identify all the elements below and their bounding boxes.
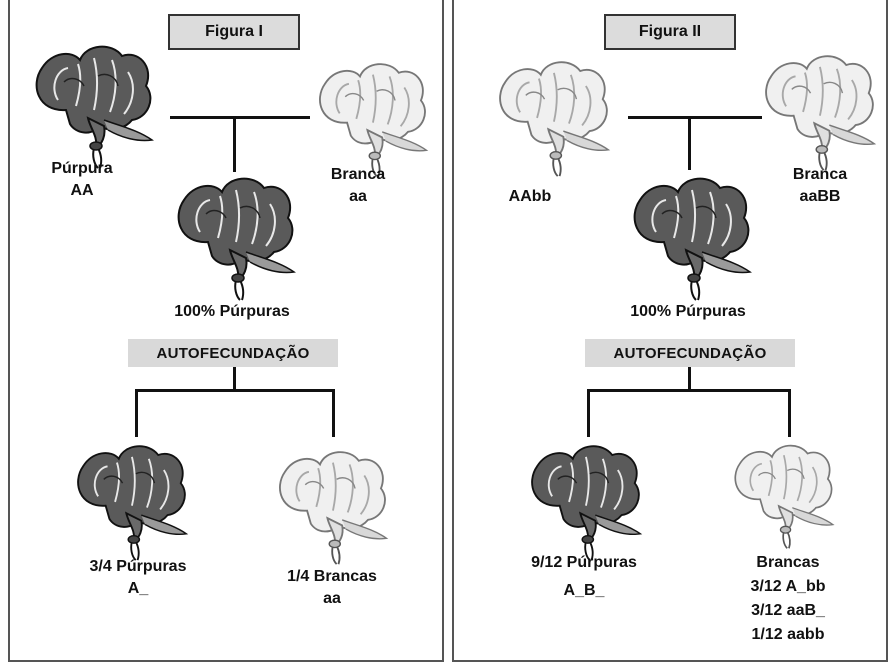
figure-1-panel: Figura I Púrpura AA Branca aa 100% Púrpu… — [8, 0, 444, 662]
f1-purple-flower-icon — [626, 172, 756, 302]
parent-left-label: Púrpura AA — [51, 160, 113, 199]
white-flower-parent-icon — [312, 58, 432, 178]
white-flower-parent-left-icon — [492, 56, 614, 178]
f2-stem-line — [688, 367, 691, 391]
parent-left-label: AAbb — [508, 188, 552, 205]
purple-flower-parent-icon — [28, 40, 158, 170]
f2-purple-flower-icon — [70, 440, 192, 562]
f1-purple-flower-icon — [170, 172, 300, 302]
f1-descent-line — [688, 116, 691, 170]
f1-descent-line — [233, 116, 236, 172]
f2-stem-line — [233, 367, 236, 391]
self-fertilization-label: AUTOFECUNDAÇÃO — [585, 339, 795, 367]
f2-left-label: 3/4 Púrpuras A_ — [89, 558, 187, 597]
f2-purple-flower-icon — [524, 440, 646, 562]
f1-label: 100% Púrpuras — [174, 303, 290, 320]
parent-cross-line — [170, 116, 310, 119]
f2-branch-line — [135, 389, 335, 392]
f2-branch-line — [587, 389, 791, 392]
f2-left-line — [587, 389, 590, 437]
self-fertilization-label: AUTOFECUNDAÇÃO — [128, 339, 338, 367]
f2-left-line — [135, 389, 138, 437]
figure-2-panel: Figura II AAbb Branca aaBB 100% Púrpuras… — [452, 0, 888, 662]
f2-right-line — [788, 389, 791, 437]
f2-right-label: 1/4 Brancas aa — [287, 568, 377, 607]
f1-label: 100% Púrpuras — [630, 303, 746, 320]
parent-cross-line — [628, 116, 762, 119]
figure-2-title: Figura II — [604, 14, 736, 50]
f2-left-label: 9/12 Púrpuras A_B_ — [531, 554, 637, 599]
white-flower-parent-right-icon — [758, 50, 880, 172]
f2-white-flower-icon — [272, 446, 392, 566]
figure-1-title: Figura I — [168, 14, 300, 50]
parent-right-label: Branca aaBB — [792, 166, 848, 205]
parent-right-label: Branca aa — [330, 166, 386, 205]
f2-right-line — [332, 389, 335, 437]
f2-right-label: Brancas 3/12 A_bb 3/12 aaB_ 1/12 aabb — [750, 554, 826, 643]
f2-white-flower-icon — [728, 440, 838, 550]
